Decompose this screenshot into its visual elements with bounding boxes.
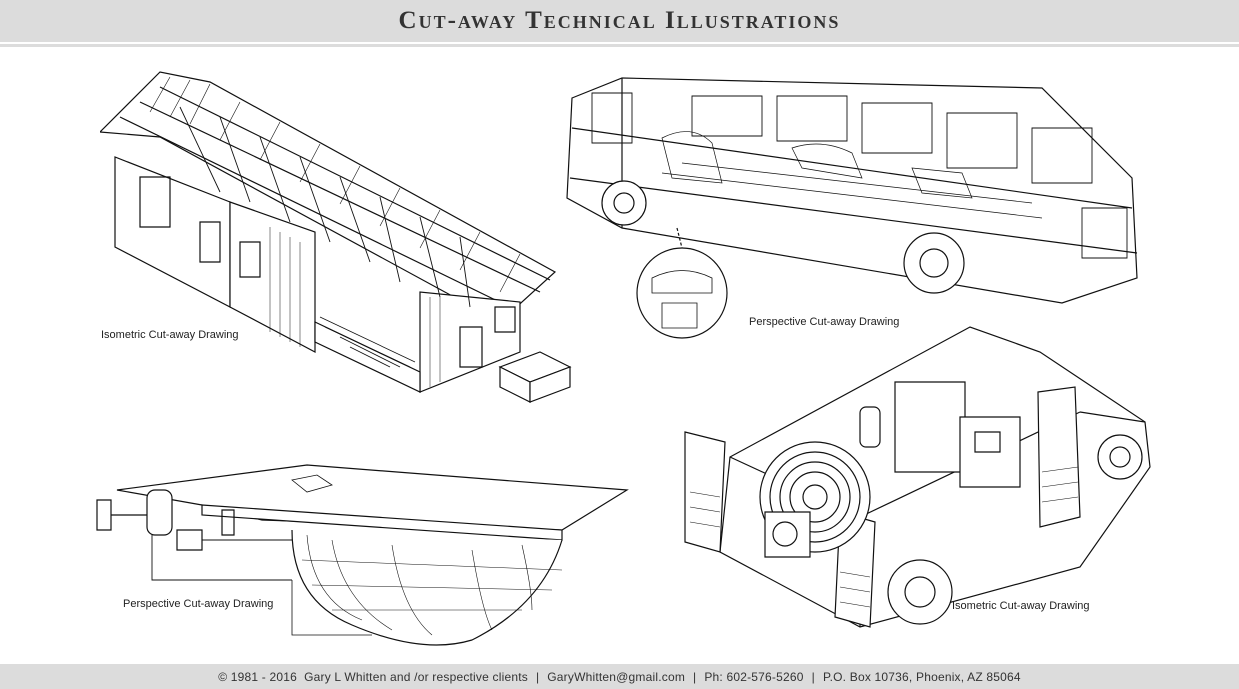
footer-address: P.O. Box 10736, Phoenix, AZ 85064 bbox=[822, 669, 1021, 684]
page-footer: © 1981 - 2016 Gary L Whitten and /or res… bbox=[0, 664, 1239, 689]
footer-phone: Ph: 602-576-5260 bbox=[704, 669, 804, 684]
bus-caption: Perspective Cut-away Drawing bbox=[749, 316, 900, 328]
header-divider bbox=[0, 44, 1239, 47]
page-header: Cut-away Technical Illustrations bbox=[0, 0, 1239, 42]
bus-cutaway-icon bbox=[562, 68, 1144, 344]
van-cutaway-icon bbox=[680, 322, 1154, 642]
footer-separator: | bbox=[535, 669, 540, 684]
van-cutaway-illustration bbox=[680, 322, 1154, 642]
footer-copyright: © 1981 - 2016 Gary L Whitten and /or res… bbox=[218, 669, 528, 684]
page-title: Cut-away Technical Illustrations bbox=[398, 7, 841, 34]
house-caption: Isometric Cut-away Drawing bbox=[101, 329, 239, 341]
pool-cutaway-icon bbox=[92, 460, 632, 660]
footer-separator: | bbox=[811, 669, 815, 684]
pool-cutaway-illustration bbox=[92, 460, 632, 660]
footer-email-link[interactable]: GaryWhitten@gmail.com bbox=[547, 669, 686, 684]
footer-separator: | bbox=[693, 669, 697, 684]
bus-cutaway-illustration bbox=[562, 68, 1144, 344]
house-cutaway-icon bbox=[100, 62, 580, 422]
pool-caption: Perspective Cut-away Drawing bbox=[123, 598, 274, 610]
van-caption: Isometric Cut-away Drawing bbox=[952, 600, 1090, 612]
house-cutaway-illustration bbox=[100, 62, 580, 422]
